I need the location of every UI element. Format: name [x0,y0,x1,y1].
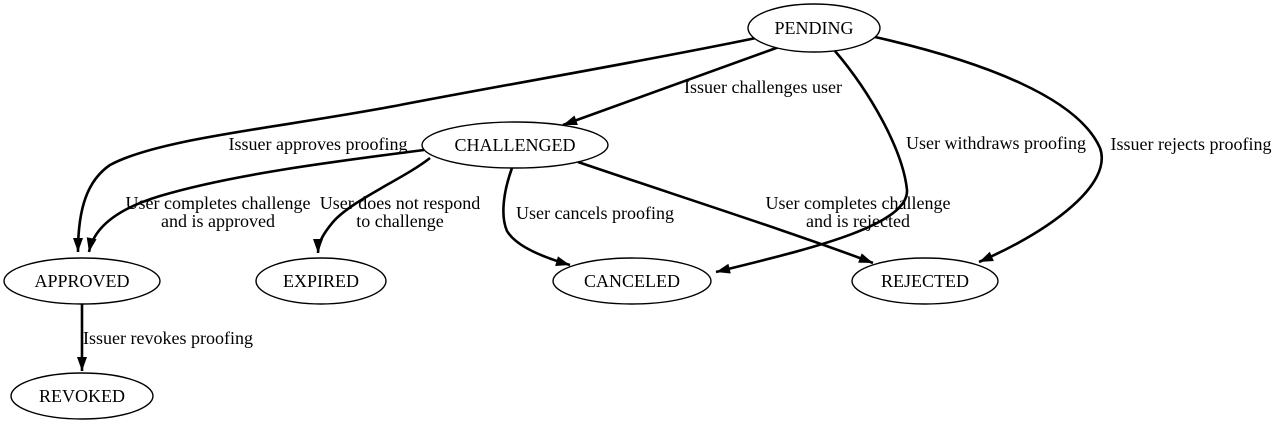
edge-challenged-expired-path [313,156,431,254]
node-canceled: CANCELED [552,257,712,305]
node-canceled-ellipse [552,257,712,305]
edge-pending-challenged: Issuer challenges user [562,45,842,127]
node-rejected-label: REJECTED [881,271,969,291]
edge-label-pending-approved: Issuer approves proofing [229,134,408,154]
node-expired-label: EXPIRED [283,271,359,291]
edge-pending-rejected: Issuer rejects proofing [874,35,1272,264]
edge-label-pending-canceled: User withdraws proofing [906,133,1086,153]
node-expired-ellipse [255,257,387,305]
edge-challenged-expired: User does not respond to challenge [313,156,480,254]
edge-pending-challenged-path [562,45,780,127]
node-expired: EXPIRED [255,257,387,305]
edge-challenged-canceled-path [502,167,571,267]
edge-label-challenged-rejected-line2: and is rejected [806,211,910,231]
edge-challenged-approved: User completes challenge and is approved [86,148,425,253]
node-canceled-label: CANCELED [584,271,680,291]
edge-challenged-canceled: User cancels proofing [502,167,674,267]
node-pending: PENDING [747,3,881,53]
node-approved: APPROVED [3,257,161,305]
node-rejected-ellipse [851,257,999,305]
edge-pending-approved-path [73,36,757,253]
edge-pending-canceled: User withdraws proofing [715,50,1086,274]
node-approved-label: APPROVED [34,271,129,291]
node-pending-label: PENDING [775,18,854,38]
edge-label-challenged-expired-line2: to challenge [356,211,443,231]
edge-label-pending-rejected: Issuer rejects proofing [1111,134,1272,154]
node-rejected: REJECTED [851,257,999,305]
edge-label-pending-challenged: Issuer challenges user [684,77,842,97]
edge-challenged-rejected-path [577,160,874,265]
node-challenged-label: CHALLENGED [455,135,576,155]
edge-label-challenged-approved-line2: and is approved [161,211,275,231]
edge-pending-approved: Issuer approves proofing [73,36,757,253]
edge-pending-canceled-path [715,50,909,274]
edge-approved-revoked: Issuer revokes proofing [77,304,253,371]
edge-pending-rejected-path [874,35,1103,264]
node-challenged: CHALLENGED [421,121,609,169]
edge-label-challenged-canceled: User cancels proofing [516,203,674,223]
node-challenged-ellipse [421,121,609,169]
node-revoked-ellipse [10,372,154,420]
edge-label-challenged-rejected-line1: User completes challenge [766,193,951,213]
edge-label-challenged-expired-line1: User does not respond [320,193,480,213]
edge-challenged-approved-path [86,148,425,253]
node-approved-ellipse [3,257,161,305]
edge-label-challenged-approved-line1: User completes challenge [126,193,311,213]
node-revoked-label: REVOKED [39,386,125,406]
edge-challenged-rejected: User completes challenge and is rejected [577,160,951,265]
edge-label-approved-revoked: Issuer revokes proofing [83,328,253,348]
node-revoked: REVOKED [10,372,154,420]
node-pending-ellipse [747,3,881,53]
